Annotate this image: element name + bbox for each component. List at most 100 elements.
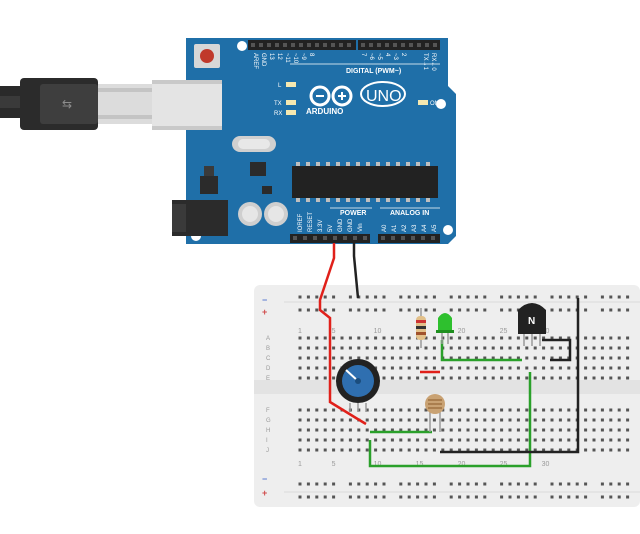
breadboard-hole[interactable]	[525, 336, 529, 340]
breadboard-hole[interactable]	[617, 482, 621, 486]
breadboard-hole[interactable]	[332, 308, 336, 312]
breadboard-hole[interactable]	[542, 408, 546, 412]
breadboard-hole[interactable]	[609, 438, 613, 442]
breadboard-hole[interactable]	[441, 336, 445, 340]
breadboard-hole[interactable]	[407, 346, 411, 350]
breadboard-hole[interactable]	[332, 495, 336, 499]
breadboard-hole[interactable]	[584, 295, 588, 299]
breadboard-hole[interactable]	[617, 356, 621, 360]
breadboard-hole[interactable]	[407, 295, 411, 299]
breadboard-hole[interactable]	[542, 428, 546, 432]
breadboard-hole[interactable]	[609, 428, 613, 432]
breadboard-hole[interactable]	[483, 448, 487, 452]
breadboard-hole[interactable]	[542, 366, 546, 370]
breadboard-hole[interactable]	[533, 356, 537, 360]
breadboard-hole[interactable]	[449, 438, 453, 442]
breadboard-hole[interactable]	[382, 366, 386, 370]
breadboard-hole[interactable]	[626, 408, 630, 412]
breadboard-hole[interactable]	[466, 376, 470, 380]
breadboard-hole[interactable]	[474, 366, 478, 370]
breadboard-hole[interactable]	[458, 295, 462, 299]
breadboard-hole[interactable]	[332, 376, 336, 380]
breadboard-hole[interactable]	[441, 376, 445, 380]
breadboard-hole[interactable]	[533, 438, 537, 442]
breadboard-hole[interactable]	[432, 356, 436, 360]
breadboard-hole[interactable]	[626, 295, 630, 299]
breadboard-hole[interactable]	[558, 448, 562, 452]
breadboard-hole[interactable]	[348, 482, 352, 486]
breadboard-hole[interactable]	[558, 336, 562, 340]
breadboard-hole[interactable]	[306, 376, 310, 380]
breadboard-hole[interactable]	[348, 438, 352, 442]
breadboard-hole[interactable]	[600, 346, 604, 350]
breadboard-hole[interactable]	[382, 495, 386, 499]
breadboard-hole[interactable]	[558, 376, 562, 380]
breadboard-hole[interactable]	[407, 408, 411, 412]
breadboard-hole[interactable]	[617, 438, 621, 442]
breadboard-hole[interactable]	[609, 376, 613, 380]
breadboard-hole[interactable]	[315, 308, 319, 312]
breadboard-hole[interactable]	[306, 336, 310, 340]
breadboard-hole[interactable]	[550, 438, 554, 442]
breadboard-hole[interactable]	[332, 408, 336, 412]
breadboard-hole[interactable]	[567, 408, 571, 412]
breadboard-hole[interactable]	[306, 438, 310, 442]
breadboard-hole[interactable]	[609, 308, 613, 312]
breadboard-hole[interactable]	[449, 308, 453, 312]
breadboard-hole[interactable]	[315, 295, 319, 299]
breadboard-hole[interactable]	[424, 376, 428, 380]
breadboard-hole[interactable]	[584, 366, 588, 370]
breadboard-hole[interactable]	[600, 336, 604, 340]
breadboard-hole[interactable]	[306, 495, 310, 499]
breadboard-hole[interactable]	[592, 418, 596, 422]
breadboard-hole[interactable]	[382, 376, 386, 380]
breadboard-hole[interactable]	[626, 418, 630, 422]
breadboard-hole[interactable]	[584, 448, 588, 452]
breadboard-hole[interactable]	[416, 356, 420, 360]
breadboard-hole[interactable]	[483, 356, 487, 360]
breadboard-hole[interactable]	[592, 336, 596, 340]
breadboard-hole[interactable]	[466, 295, 470, 299]
breadboard-hole[interactable]	[399, 428, 403, 432]
breadboard-hole[interactable]	[516, 376, 520, 380]
breadboard-hole[interactable]	[483, 495, 487, 499]
breadboard-hole[interactable]	[567, 295, 571, 299]
breadboard-hole[interactable]	[357, 495, 361, 499]
breadboard-hole[interactable]	[374, 346, 378, 350]
breadboard-hole[interactable]	[609, 356, 613, 360]
breadboard-hole[interactable]	[348, 346, 352, 350]
breadboard-hole[interactable]	[432, 418, 436, 422]
breadboard-hole[interactable]	[600, 308, 604, 312]
breadboard-hole[interactable]	[491, 438, 495, 442]
breadboard-hole[interactable]	[533, 448, 537, 452]
breadboard-hole[interactable]	[567, 376, 571, 380]
breadboard-hole[interactable]	[399, 295, 403, 299]
breadboard-hole[interactable]	[390, 448, 394, 452]
breadboard-hole[interactable]	[474, 295, 478, 299]
breadboard-hole[interactable]	[466, 428, 470, 432]
breadboard-hole[interactable]	[374, 408, 378, 412]
breadboard-hole[interactable]	[458, 428, 462, 432]
breadboard-hole[interactable]	[298, 428, 302, 432]
breadboard-hole[interactable]	[458, 366, 462, 370]
breadboard-hole[interactable]	[550, 336, 554, 340]
breadboard-hole[interactable]	[306, 428, 310, 432]
breadboard-hole[interactable]	[550, 482, 554, 486]
breadboard-hole[interactable]	[407, 336, 411, 340]
breadboard-hole[interactable]	[416, 428, 420, 432]
breadboard-hole[interactable]	[567, 418, 571, 422]
breadboard-hole[interactable]	[466, 418, 470, 422]
breadboard-hole[interactable]	[315, 366, 319, 370]
breadboard-hole[interactable]	[365, 438, 369, 442]
breadboard-hole[interactable]	[323, 356, 327, 360]
breadboard-hole[interactable]	[458, 418, 462, 422]
breadboard-hole[interactable]	[626, 346, 630, 350]
breadboard-hole[interactable]	[365, 448, 369, 452]
breadboard-hole[interactable]	[424, 448, 428, 452]
breadboard-hole[interactable]	[357, 438, 361, 442]
breadboard-hole[interactable]	[432, 295, 436, 299]
breadboard-hole[interactable]	[474, 495, 478, 499]
breadboard-hole[interactable]	[500, 438, 504, 442]
breadboard-hole[interactable]	[399, 438, 403, 442]
breadboard-hole[interactable]	[441, 428, 445, 432]
